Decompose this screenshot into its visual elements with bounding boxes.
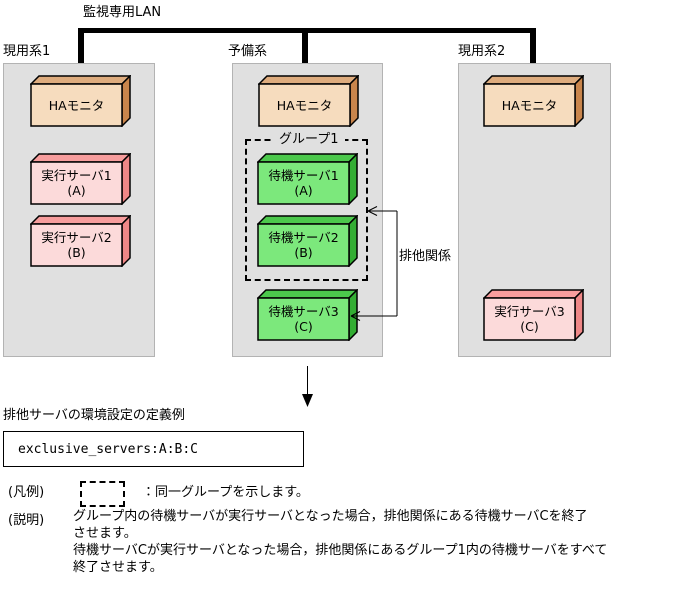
exclusion-label: 排他関係 [399,249,452,264]
box-3d-shape [483,289,584,341]
server-box-exec2: 実行サーバ2 (B) [30,215,131,267]
definition-heading: 排他サーバの環境設定の定義例 [3,408,185,423]
explanation-line4: 終了させます。 [73,560,163,575]
lan-drop-right [530,28,536,63]
ha-monitor-label: HAモニタ [276,97,333,113]
group1-label: グループ1 [273,132,345,147]
explanation-line2: させます。 [73,526,137,541]
box-3d-shape [258,75,359,127]
definition-box: exclusive_servers:A:B:C [3,431,304,467]
box-3d-shape [257,153,358,205]
explanation-text: グループ内の待機サーバが実行サーバとなった場合，排他関係にある待機サーバCを終了… [73,508,607,576]
explanation-line3: 待機サーバCが実行サーバとなった場合，排他関係にあるグループ1内の待機サーバをす… [73,543,608,558]
server-name: 実行サーバ1 [41,168,112,183]
server-name: 待機サーバ1 [268,168,339,183]
legend-label: (凡例) [8,485,45,500]
lan-drop-middle [302,28,308,63]
box-3d-shape [257,215,358,267]
box-3d-shape [30,75,131,127]
server-id: (C) [294,319,313,334]
server-name: 実行サーバ3 [494,304,565,319]
server-id: (A) [294,183,313,198]
system-label-active1: 現用系1 [3,44,51,59]
box-3d-shape [30,153,131,205]
server-box-standby2: 待機サーバ2 (B) [257,215,358,267]
server-id: (B) [294,245,313,260]
system-label-active2: 現用系2 [458,44,506,59]
box-3d-shape [30,215,131,267]
server-id: (A) [67,183,86,198]
server-name: 実行サーバ2 [41,230,112,245]
down-arrow [302,366,313,407]
server-box-standby1: 待機サーバ1 (A) [257,153,358,205]
lan-drop-left [78,28,84,63]
exclusion-arrows [350,206,398,321]
definition-code: exclusive_servers:A:B:C [18,441,199,457]
explanation-label: (説明) [8,513,45,528]
ha-monitor-label: HAモニタ [48,97,105,113]
server-box-exec1: 実行サーバ1 (A) [30,153,131,205]
ha-monitor-box-standby: HAモニタ [258,75,359,127]
explanation-line1: グループ内の待機サーバが実行サーバとなった場合，排他関係にある待機サーバCを終了 [73,509,588,524]
ha-monitor-box-active2: HAモニタ [483,75,584,127]
legend-group-sample [80,481,125,507]
system-label-standby: 予備系 [228,44,268,59]
ha-monitor-box-active1: HAモニタ [30,75,131,127]
server-name: 待機サーバ3 [268,304,339,319]
server-id: (C) [520,319,539,334]
ha-monitor-label: HAモニタ [501,97,558,113]
legend-text: ：同一グループを示します。 [142,485,309,500]
server-name: 待機サーバ2 [268,230,339,245]
server-id: (B) [67,245,86,260]
server-box-exec3: 実行サーバ3 (C) [483,289,584,341]
group1-dashed-box: グループ1 [245,132,368,281]
box-3d-shape [483,75,584,127]
lan-label: 監視専用LAN [83,5,162,20]
